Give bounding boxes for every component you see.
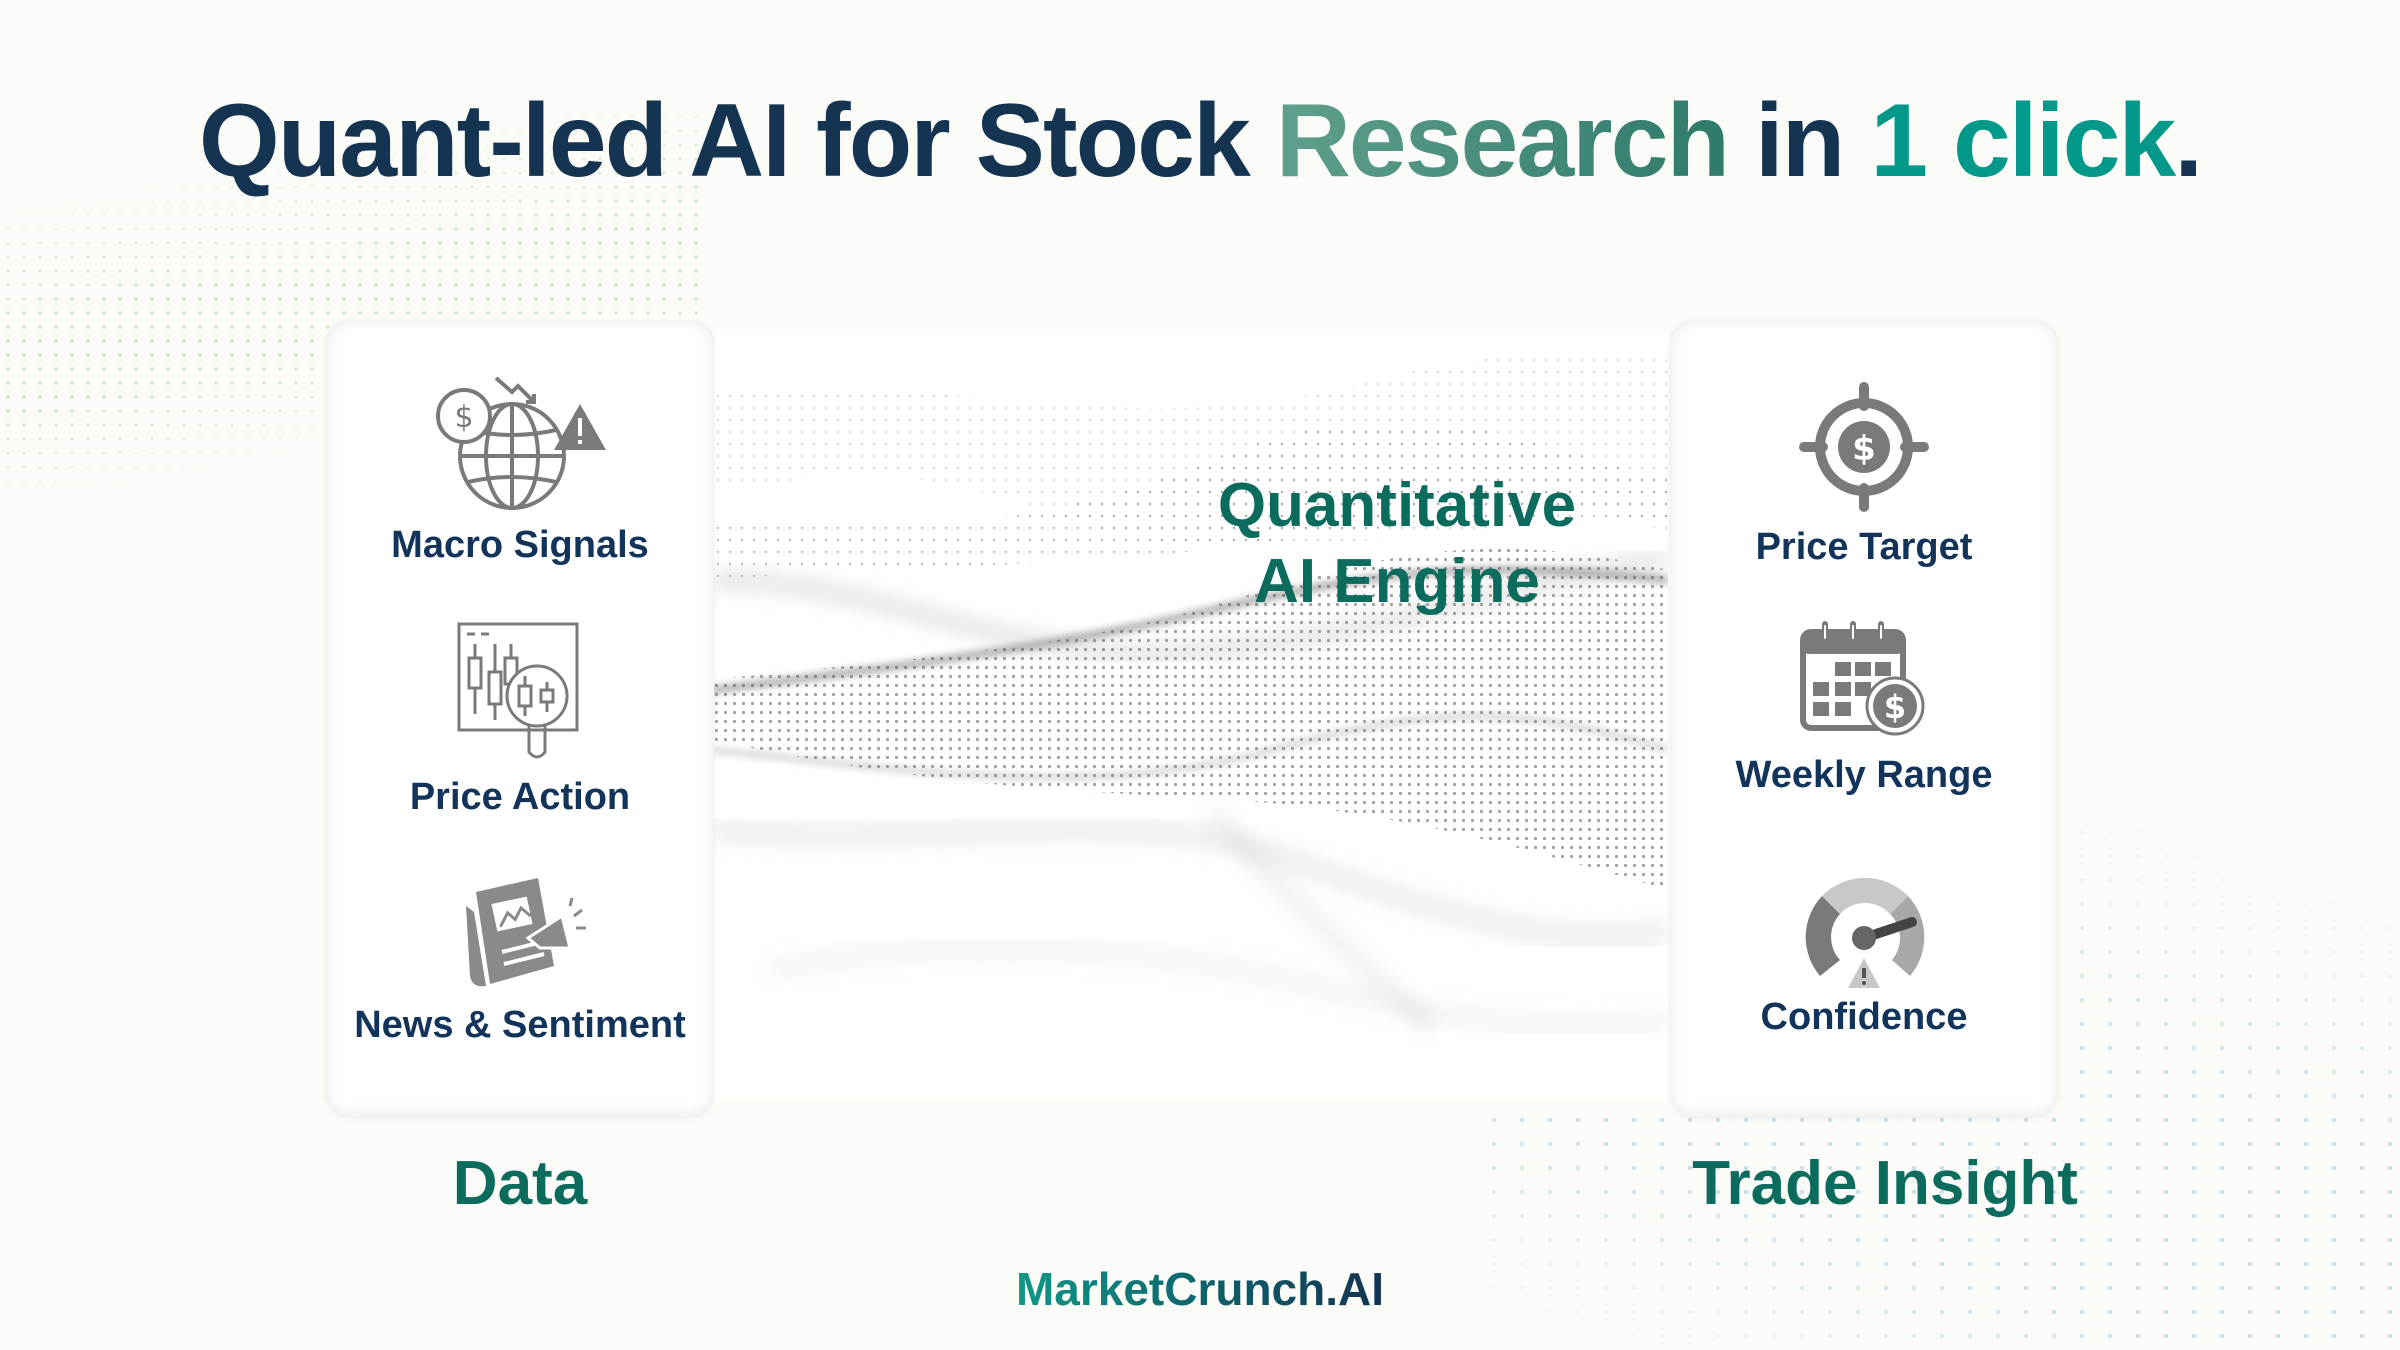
trade-insight-card: $ Price Target $ Weekly Range [1670,320,2058,1116]
data-item-macro-signals: $ Macro Signals [326,374,714,567]
insight-item-confidence: Confidence [1670,872,2058,1039]
particle-wave-graphic [712,351,1668,1035]
insight-item-label: Confidence [1760,996,1968,1038]
target-dollar-icon: $ [1799,382,1929,512]
data-item-news-sentiment: News & Sentiment [326,876,714,1047]
trade-insight-column-label: Trade Insight [1692,1149,2078,1218]
data-item-label: Price Action [409,776,631,818]
brand-logo-text: MarketCrunch.AI [0,1262,2400,1316]
engine-title-line-1: Quantitative [1217,471,1577,540]
globe-dollar-alert-icon: $ [436,376,606,510]
insight-item-price-target: $ Price Target [1670,382,2058,569]
brand-name: MarketCrunch.AI [1015,1263,1385,1315]
gauge-warning-icon [1805,877,1925,988]
svg-text:$: $ [1884,688,1906,726]
insight-item-label: Price Target [1755,526,1973,568]
candlestick-magnifier-icon [457,622,579,759]
data-item-price-action: Price Action [326,620,714,819]
headline-part-1: Quant-led AI for Stock [198,83,1276,199]
engine-title: Quantitative AI Engine [1112,468,1668,620]
newspaper-megaphone-icon [466,878,586,987]
headline-part-3: in [1728,83,1871,199]
svg-text:$: $ [1852,429,1876,469]
data-item-label: Macro Signals [391,524,649,566]
insight-item-weekly-range: $ Weekly Range [1670,620,2058,797]
engine-title-line-2: AI Engine [1254,547,1540,616]
insight-item-label: Weekly Range [1735,754,1993,796]
data-column-label: Data [452,1149,588,1218]
data-sources-card: $ Macro Signals Price Action [326,320,714,1116]
calendar-dollar-icon: $ [1800,621,1925,736]
headline-period: . [2174,83,2203,199]
headline-research: Research [1275,83,1730,199]
data-item-label: News & Sentiment [354,1004,686,1046]
headline-one-click: 1 click [1870,83,2176,199]
svg-text:$: $ [454,400,473,435]
quant-engine-panel: Quantitative AI Engine [712,330,1668,1100]
page-headline: Quant-led AI for Stock Research in 1 cli… [0,82,2400,201]
